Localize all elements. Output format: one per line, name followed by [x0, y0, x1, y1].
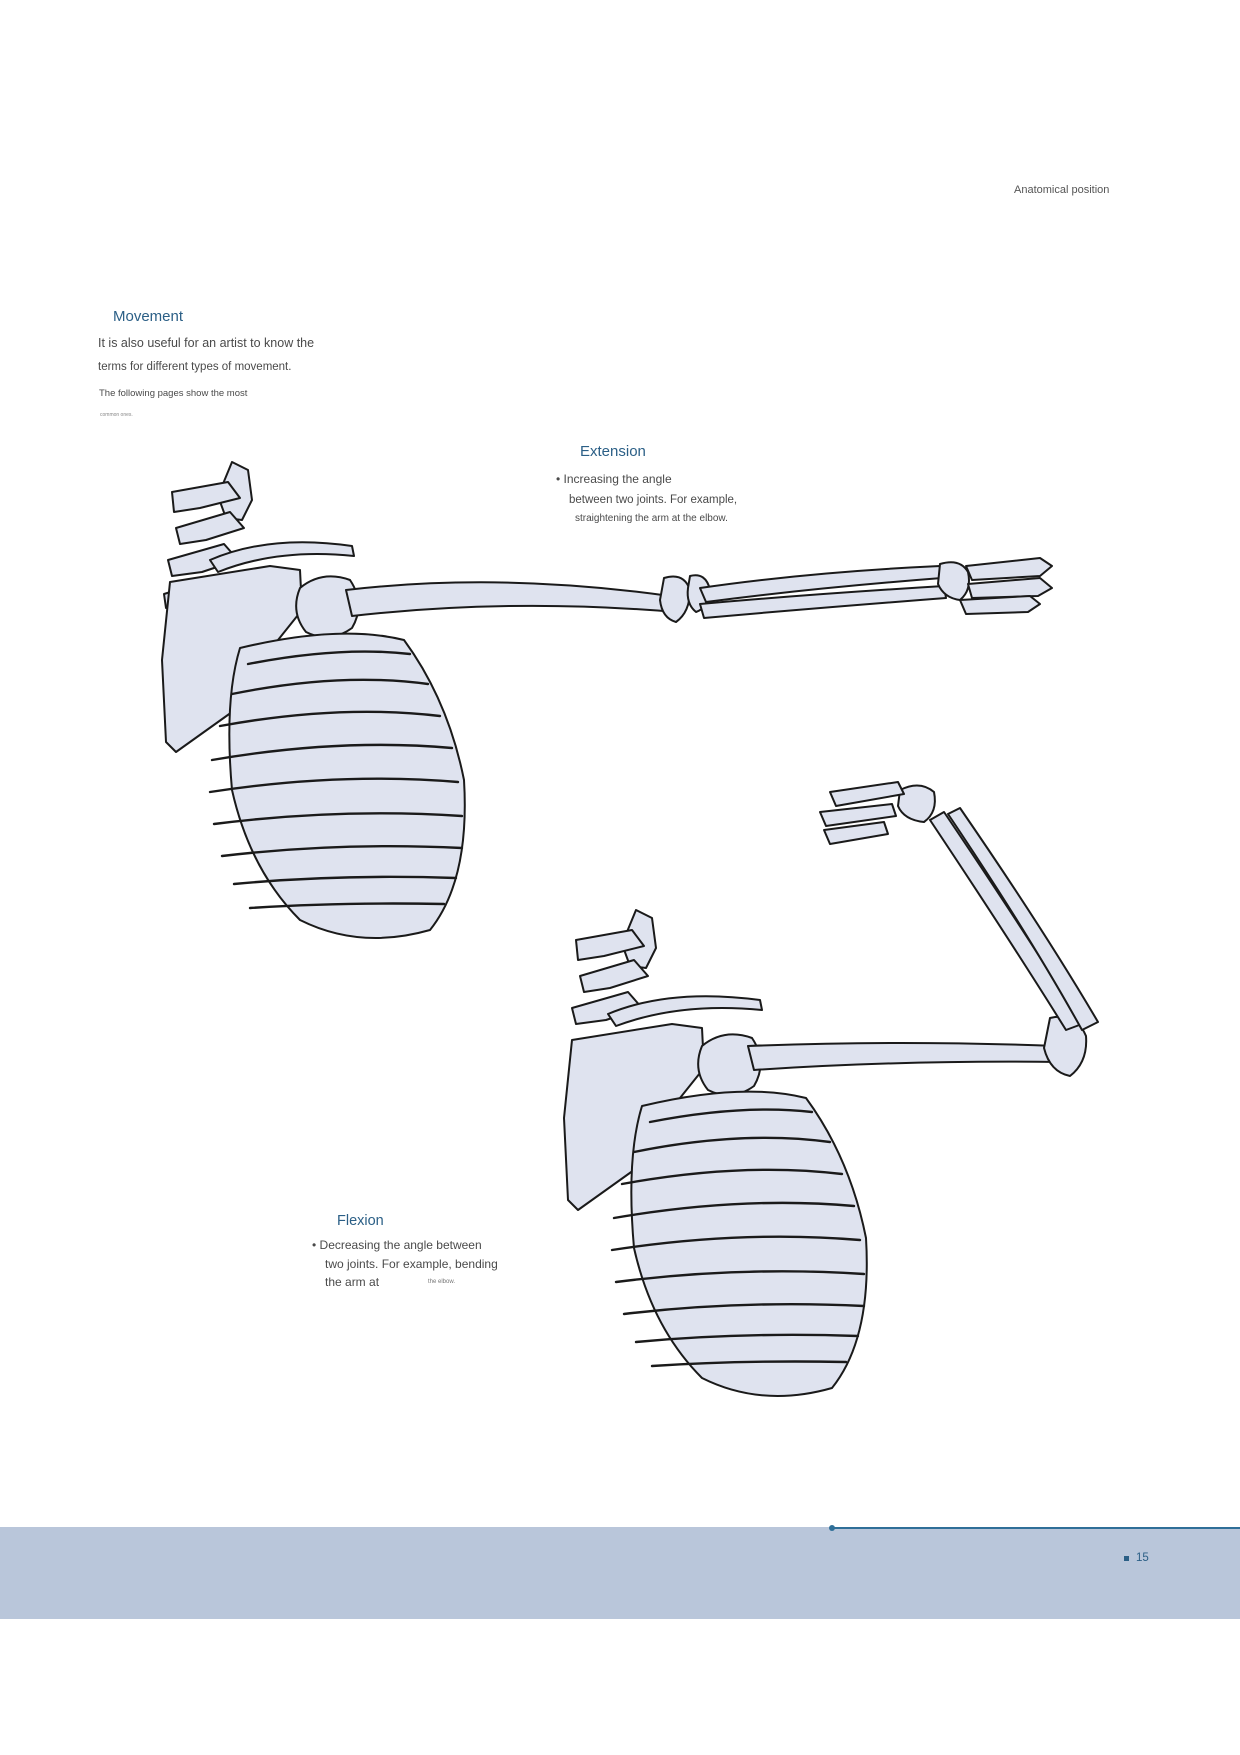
footer-band — [0, 1527, 1240, 1619]
page-number: 15 — [1136, 1552, 1149, 1564]
footer-accent-rule — [832, 1527, 1240, 1529]
footer-accent-dot — [829, 1525, 835, 1531]
square-bullet-icon — [1124, 1556, 1129, 1561]
